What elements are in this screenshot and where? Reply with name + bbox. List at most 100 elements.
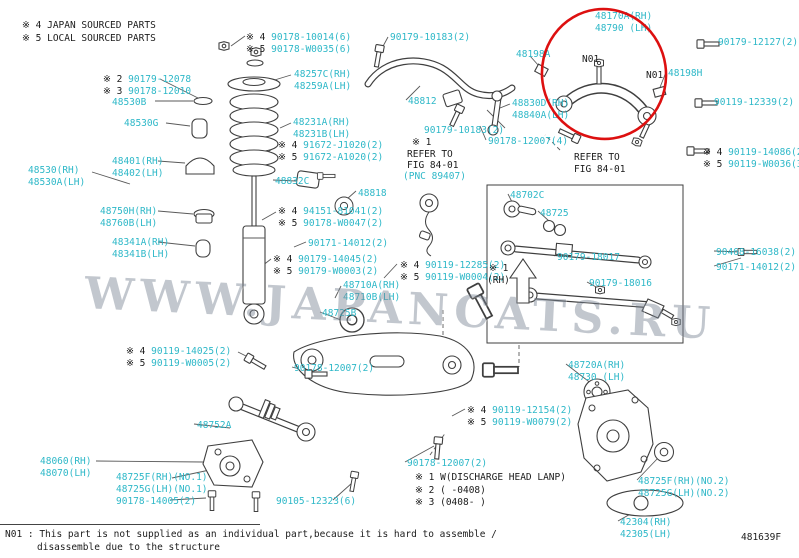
part-number-label[interactable]: 90171-14012(2) xyxy=(308,238,389,249)
part-number-label[interactable]: ※ 4 94151-81041(2) xyxy=(278,206,384,217)
source-mark-prefix: ※ 5 xyxy=(278,152,304,163)
part-number-label[interactable]: ※ 5 90119-W0005(2) xyxy=(126,358,232,369)
source-mark-prefix: ※ 5 xyxy=(273,266,299,277)
part-number-label[interactable]: ※ 5 90119-W0079(2) xyxy=(467,417,573,428)
part-number-label[interactable]: 90179-10183(2) xyxy=(390,32,471,43)
part-number-label[interactable]: 48231B(LH) xyxy=(293,129,351,140)
part-number-label[interactable]: 90179-12127(2) xyxy=(718,37,799,48)
part-number-label[interactable]: 48530B xyxy=(112,97,147,108)
part-number-label[interactable]: ※ 4 90119-14025(2) xyxy=(126,346,232,357)
mount-parts xyxy=(185,41,230,258)
part-number-label[interactable]: 48060(RH) xyxy=(40,456,92,467)
part-number-label[interactable]: 48730 (LH) xyxy=(568,372,626,383)
stabilizer-bar xyxy=(364,43,516,136)
source-mark-prefix: ※ 4 xyxy=(278,206,304,217)
footnote-separator xyxy=(0,524,260,525)
part-number-label[interactable]: 90105-12323(6) xyxy=(276,496,357,507)
part-number-label[interactable]: 90178-12007(2) xyxy=(294,363,375,374)
part-number-label[interactable]: 90468-16038(2) xyxy=(716,247,797,258)
part-number-label[interactable]: 48725G(LH)(NO.1) xyxy=(116,484,208,495)
part-number-label[interactable]: 42304(RH) xyxy=(620,517,672,528)
variant-legend-line1: ※ 1 W(DISCHARGE HEAD LANP) xyxy=(415,472,566,483)
source-mark-prefix: ※ 4 xyxy=(400,260,426,271)
part-number-label[interactable]: 48752A xyxy=(197,420,232,431)
part-number-label[interactable]: 90178-12007(2) xyxy=(407,458,488,469)
coil-spring-strut xyxy=(227,47,281,325)
lower-control-arm xyxy=(243,282,519,493)
part-number-label[interactable]: ※ 5 90119-W0004(2) xyxy=(400,272,506,283)
source-mark-prefix: ※ 4 xyxy=(278,140,304,151)
part-number-label[interactable]: ※ 5 90178-W0047(2) xyxy=(278,218,384,229)
part-number-label[interactable]: 48257C(RH) xyxy=(294,69,352,80)
source-mark-prefix: ※ 5 xyxy=(126,358,152,369)
part-number-label[interactable]: 48170A(RH) xyxy=(595,11,653,22)
part-number-label[interactable]: (PNC 89407) xyxy=(403,171,466,182)
part-number-label[interactable]: ※ 5 90179-W0003(2) xyxy=(273,266,379,277)
part-number-label[interactable]: 48402(LH) xyxy=(112,168,164,179)
drive-shaft xyxy=(228,396,316,442)
part-number-label[interactable]: 48341A(RH) xyxy=(112,237,170,248)
part-number-label[interactable]: 48750H(RH) xyxy=(100,206,158,217)
part-number-label[interactable]: 48818 xyxy=(358,188,387,199)
part-number-label[interactable]: ※ 4 90178-10014(6) xyxy=(246,32,352,43)
part-number-label[interactable]: 48401(RH) xyxy=(112,156,164,167)
part-number-label[interactable]: ※ 4 90179-14045(2) xyxy=(273,254,379,265)
part-number-label[interactable]: 48530G xyxy=(124,118,159,129)
source-mark-prefix: ※ 4 xyxy=(126,346,152,357)
part-number-label[interactable]: 42305(LH) xyxy=(620,529,672,540)
part-number-label[interactable]: 90179-10183(2) xyxy=(424,125,505,136)
part-number-label[interactable]: 48725B xyxy=(322,308,357,319)
part-number-label[interactable]: 48702C xyxy=(510,190,545,201)
arm-bracket xyxy=(202,439,264,512)
part-number-label[interactable]: 48231A(RH) xyxy=(293,117,351,128)
part-number-label[interactable]: ※ 4 91672-J1020(2) xyxy=(278,140,384,151)
part-number-label[interactable]: 48259A(LH) xyxy=(294,81,352,92)
part-number-label[interactable]: 48530A(LH) xyxy=(28,177,86,188)
part-number-label[interactable]: ※ 3 90178-12010 xyxy=(103,86,192,97)
part-number-label[interactable]: 48530(RH) xyxy=(28,165,80,176)
part-number-label[interactable]: 90171-14012(2) xyxy=(716,262,797,273)
part-number-label[interactable]: ※ 4 90119-12285(2) xyxy=(400,260,506,271)
variant-legend-line3: ※ 3 (0408- ) xyxy=(415,497,486,508)
part-number-label[interactable]: 48725G(LH)(NO.2) xyxy=(638,488,730,499)
part-number-label[interactable]: 48832C xyxy=(275,176,310,187)
note-label: FIG 84-01 xyxy=(574,164,626,175)
part-number-label[interactable]: ※ 2 90179-12078 xyxy=(103,74,192,85)
note-label: N01 xyxy=(646,70,664,81)
part-number-label[interactable]: 48725F(RH)(NO.1) xyxy=(116,472,208,483)
note-label: ※ 1 xyxy=(412,137,432,148)
part-number-label[interactable]: ※ 5 91672-A1020(2) xyxy=(278,152,384,163)
part-number-label[interactable]: 90179-18017 xyxy=(557,252,620,263)
part-number-label[interactable]: ※ 5 90119-W0036(3) xyxy=(703,159,799,170)
lateral-rod-assembly xyxy=(486,184,684,344)
part-number-label[interactable]: 48840A(LH) xyxy=(512,110,570,121)
part-number-label[interactable]: 48830D(RH) xyxy=(512,98,570,109)
part-number-label[interactable]: 48720A(RH) xyxy=(568,360,626,371)
part-number-label[interactable]: ※ 4 90119-12154(2) xyxy=(467,405,573,416)
part-number-label[interactable]: ※ 5 90178-W0035(6) xyxy=(246,44,352,55)
part-number-label[interactable]: 48710B(LH) xyxy=(343,292,401,303)
part-number-label[interactable]: 90119-12339(2) xyxy=(714,97,795,108)
part-number-label[interactable]: 48070(LH) xyxy=(40,468,92,479)
part-number-label[interactable]: 90178-12007(4) xyxy=(488,136,569,147)
part-number-label[interactable]: ※ 4 90119-14086(2) xyxy=(703,147,799,158)
part-number-label[interactable]: 48812 xyxy=(408,96,437,107)
part-number-label[interactable]: 48725F(RH)(NO.2) xyxy=(638,476,730,487)
part-number-label[interactable]: 48760B(LH) xyxy=(100,218,158,229)
footnote-line2: disassemble due to the structure xyxy=(37,542,221,553)
part-number-label[interactable]: 48725 xyxy=(540,208,569,219)
legend-japan-parts: ※ 4 JAPAN SOURCED PARTS xyxy=(22,20,156,31)
part-number-label[interactable]: 48710A(RH) xyxy=(343,280,401,291)
source-mark-prefix: ※ 4 xyxy=(246,32,272,43)
part-number-label[interactable]: 48198H xyxy=(668,68,703,79)
part-number-label[interactable]: 90178-14005(2) xyxy=(116,496,197,507)
part-number-label[interactable]: 90179-18016 xyxy=(589,278,652,289)
footnote: N01 : This part is not supplied as an in… xyxy=(5,528,497,554)
knuckle-hub xyxy=(577,378,684,517)
part-number-label[interactable]: 48198A xyxy=(516,49,551,60)
part-number-label[interactable]: 48341B(LH) xyxy=(112,249,170,260)
note-label: FIG 84-01 xyxy=(407,160,459,171)
source-mark-prefix: ※ 4 xyxy=(273,254,299,265)
part-number-label[interactable]: 48790 (LH) xyxy=(595,23,653,34)
